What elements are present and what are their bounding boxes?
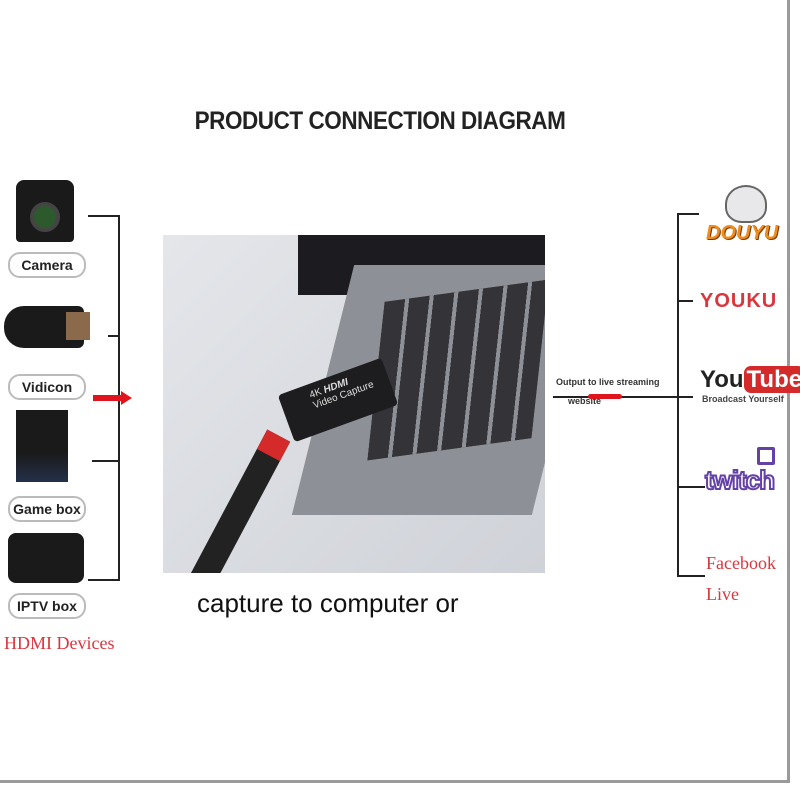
game-console-icon bbox=[16, 410, 68, 482]
twitch-glitch-icon bbox=[757, 447, 775, 465]
bracket-tick bbox=[677, 213, 699, 215]
bracket-tick bbox=[108, 335, 119, 337]
device-label-game-box: Game box bbox=[8, 496, 86, 522]
bracket-tick bbox=[88, 215, 119, 217]
camera-icon bbox=[16, 180, 74, 242]
keyboard-keys bbox=[367, 279, 545, 461]
output-line bbox=[553, 396, 693, 398]
bracket-tick bbox=[677, 575, 705, 577]
douyu-logo: DOUYU bbox=[706, 222, 779, 244]
bracket-tick bbox=[92, 460, 119, 462]
hdmi-devices-label: HDMI Devices bbox=[4, 633, 115, 653]
facebook-label: Facebook bbox=[706, 553, 776, 573]
youtube-you: You bbox=[700, 366, 744, 393]
bracket-tick bbox=[677, 300, 693, 302]
center-caption: capture to computer or bbox=[197, 588, 459, 618]
facebook-live-label: Facebook Live bbox=[706, 548, 776, 610]
device-label-vidicon: Vidicon bbox=[8, 374, 86, 400]
input-arrowhead bbox=[121, 391, 132, 405]
camcorder-icon bbox=[4, 306, 90, 348]
douyu-mascot-icon bbox=[725, 185, 767, 223]
tv-box-icon bbox=[8, 533, 84, 583]
hdmi-cable bbox=[181, 429, 291, 573]
input-arrow-icon bbox=[93, 395, 121, 401]
output-label-line2: website bbox=[568, 396, 602, 406]
youtube-tagline: Broadcast Yourself bbox=[702, 394, 784, 404]
device-label-iptv-box: IPTV box bbox=[8, 593, 86, 619]
output-label: Output to live streaming website bbox=[556, 377, 660, 406]
output-arrow-icon bbox=[588, 394, 622, 399]
youtube-tube: Tube bbox=[743, 366, 800, 393]
output-bracket bbox=[677, 213, 679, 577]
live-label: Live bbox=[706, 584, 739, 604]
youku-logo: YOUKU bbox=[700, 290, 778, 312]
device-label-camera: Camera bbox=[8, 252, 86, 278]
bracket-tick bbox=[677, 486, 705, 488]
bracket-tick bbox=[88, 579, 119, 581]
diagram-title: PRODUCT CONNECTION DIAGRAM bbox=[194, 107, 566, 135]
twitch-logo: twitch bbox=[704, 464, 776, 496]
laptop-photo: 4K HDMI Video Capture bbox=[163, 235, 545, 573]
output-label-line1: Output to live streaming bbox=[556, 377, 660, 387]
